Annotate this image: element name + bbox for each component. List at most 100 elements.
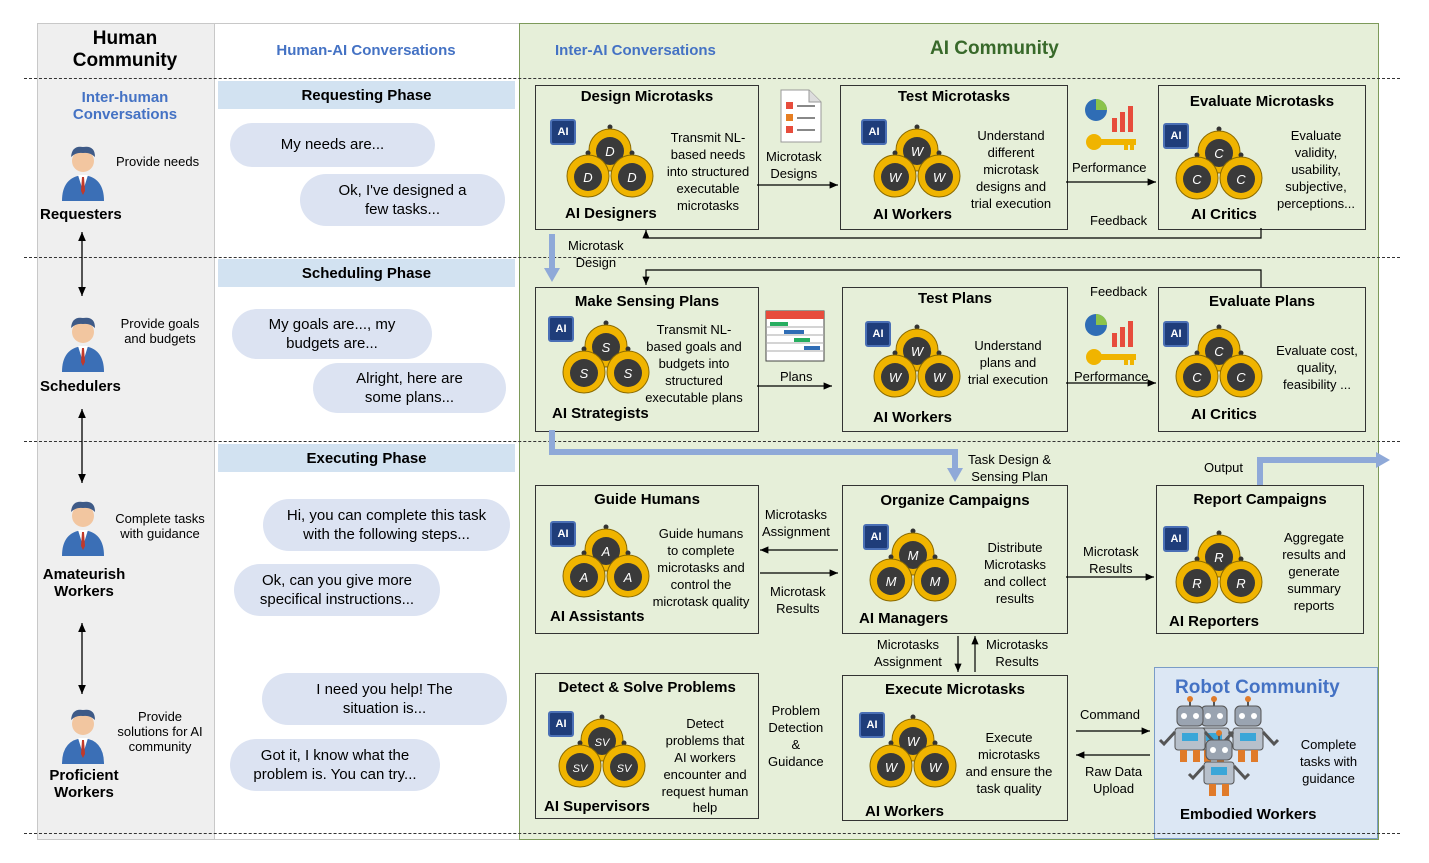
agent-letter: S [580, 366, 589, 381]
requesters-label: Requesters [40, 206, 122, 223]
agent-letter: M [908, 548, 919, 563]
description-line: Distribute [987, 540, 1043, 555]
description-line: Detect [686, 716, 724, 731]
ai-chip-icon: AI [550, 521, 576, 547]
description-line: trial execution [970, 195, 1052, 211]
agent-letter: W [929, 760, 943, 775]
description-line: Aggregate [1284, 530, 1344, 545]
inter-ai-conversations-header: Inter-AI Conversations [555, 42, 716, 59]
agent-name: AI Designers [565, 205, 657, 222]
description-line: Transmit NL- [670, 130, 746, 145]
ai-chip-icon: AI [548, 711, 574, 737]
ai-agent-icon: W [917, 350, 961, 398]
ai-chip-icon: AI [865, 321, 891, 347]
description-line: request human [661, 783, 749, 799]
agent-name: AI Assistants [550, 608, 645, 625]
agent-letter: C [1192, 370, 1202, 385]
description-line: plans and [979, 354, 1037, 370]
agent-letter: W [889, 370, 903, 385]
agent-name: AI Workers [873, 206, 952, 223]
schedulers-label: Schedulers [40, 378, 121, 395]
robot-community-title: Robot Community [1175, 677, 1340, 698]
ai-chip-icon: AI [859, 712, 885, 738]
feedback-label: Feedback [1090, 284, 1148, 299]
description-line: summary [1287, 580, 1341, 596]
description-line: executable [676, 180, 740, 196]
box-title: Guide Humans [594, 491, 700, 508]
ai-chip-icon: AI [1163, 123, 1189, 149]
ai-chip-icon: AI [863, 524, 889, 550]
description-line: based goals and [646, 338, 742, 354]
description-line: results and [1282, 546, 1346, 562]
description-line: microtasks and [657, 559, 745, 575]
description-line: AI workers [674, 749, 736, 765]
requester-description: Provide needs [116, 154, 200, 169]
agent-name: AI Supervisors [544, 798, 650, 815]
agent-name: AI Strategists [552, 405, 649, 422]
human-community-column [37, 23, 215, 840]
description-line: help [692, 800, 718, 816]
agent-letter: R [1236, 576, 1245, 591]
description-line: designs and [975, 178, 1047, 194]
agent-letter: W [907, 734, 921, 749]
phase-separator [24, 78, 1400, 79]
description-line: microtask [983, 161, 1039, 177]
agent-letter: M [930, 574, 941, 589]
ai-agent-icon: W [869, 740, 913, 788]
description-line: Transmit NL- [656, 322, 732, 337]
box-title: Make Sensing Plans [574, 293, 720, 310]
ai-chip-icon: AI [1163, 526, 1189, 552]
ai-chip-icon: AI [1163, 321, 1189, 347]
agent-letter: W [933, 170, 947, 185]
box-title: Organize Campaigns [880, 492, 1030, 509]
description-line: quality, [1296, 359, 1338, 375]
ai-agent-icon: C [1175, 350, 1219, 398]
agent-letter: M [886, 574, 897, 589]
ai-agent-icon: A [606, 550, 650, 598]
agent-letter: SV [595, 737, 611, 749]
ai-chip-icon: AI [548, 316, 574, 342]
ai-agent-icon: C [1175, 152, 1219, 200]
ai-agent-icon: S [562, 346, 606, 394]
agent-letter: W [889, 170, 903, 185]
agent-letter: A [579, 570, 589, 585]
agent-letter: W [911, 344, 925, 359]
description-line: Understand [974, 338, 1042, 353]
phase-separator [24, 257, 1400, 258]
requesting-phase-header: Requesting Phase [218, 81, 515, 109]
agent-letter: W [911, 144, 925, 159]
ai-agent-icon: C [1219, 152, 1263, 200]
ai-agent-icon: M [913, 554, 957, 602]
description-line: into structured [666, 163, 750, 179]
agent-letter: A [623, 570, 633, 585]
